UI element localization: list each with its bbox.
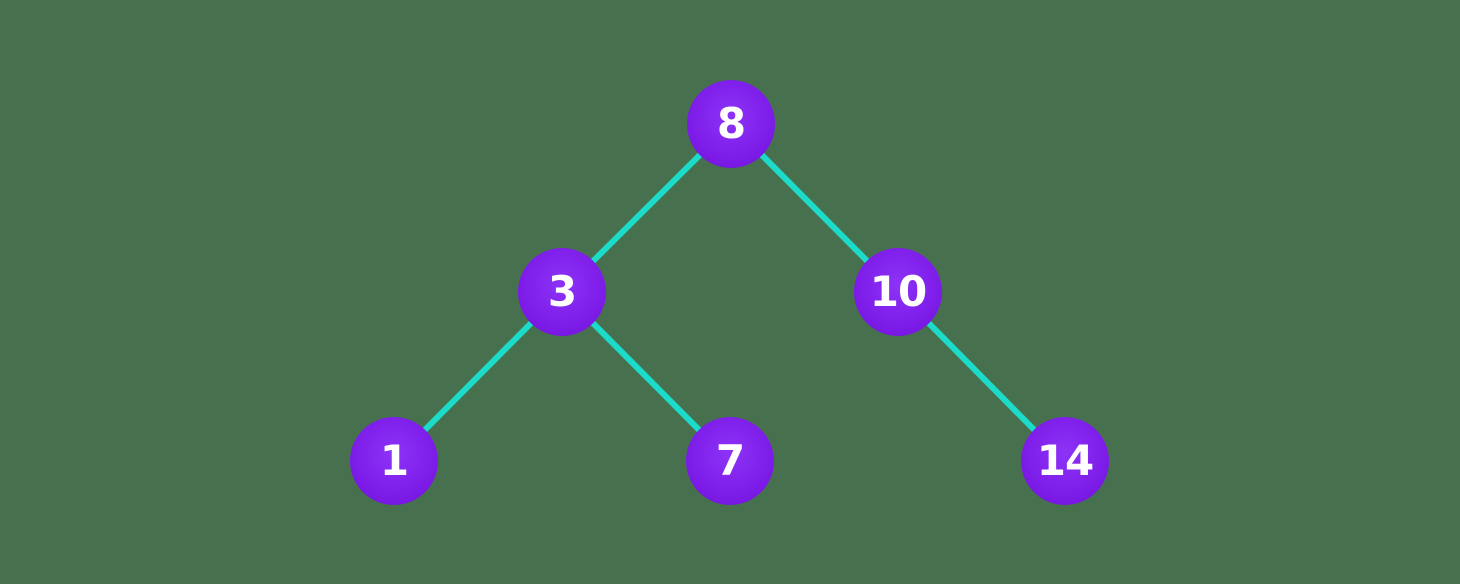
tree-node-1: 1 (350, 417, 438, 505)
tree-node-label: 10 (869, 267, 927, 316)
tree-node-8: 8 (687, 80, 775, 168)
tree-node-label: 7 (715, 436, 745, 485)
tree-node-label: 3 (547, 267, 577, 316)
tree-node-label: 14 (1036, 436, 1094, 485)
tree-node-label: 1 (379, 436, 409, 485)
tree-node-14: 14 (1021, 417, 1109, 505)
tree-node-10: 10 (854, 248, 942, 336)
tree-node-label: 8 (716, 99, 746, 148)
tree-node-3: 3 (518, 248, 606, 336)
tree-node-7: 7 (686, 417, 774, 505)
